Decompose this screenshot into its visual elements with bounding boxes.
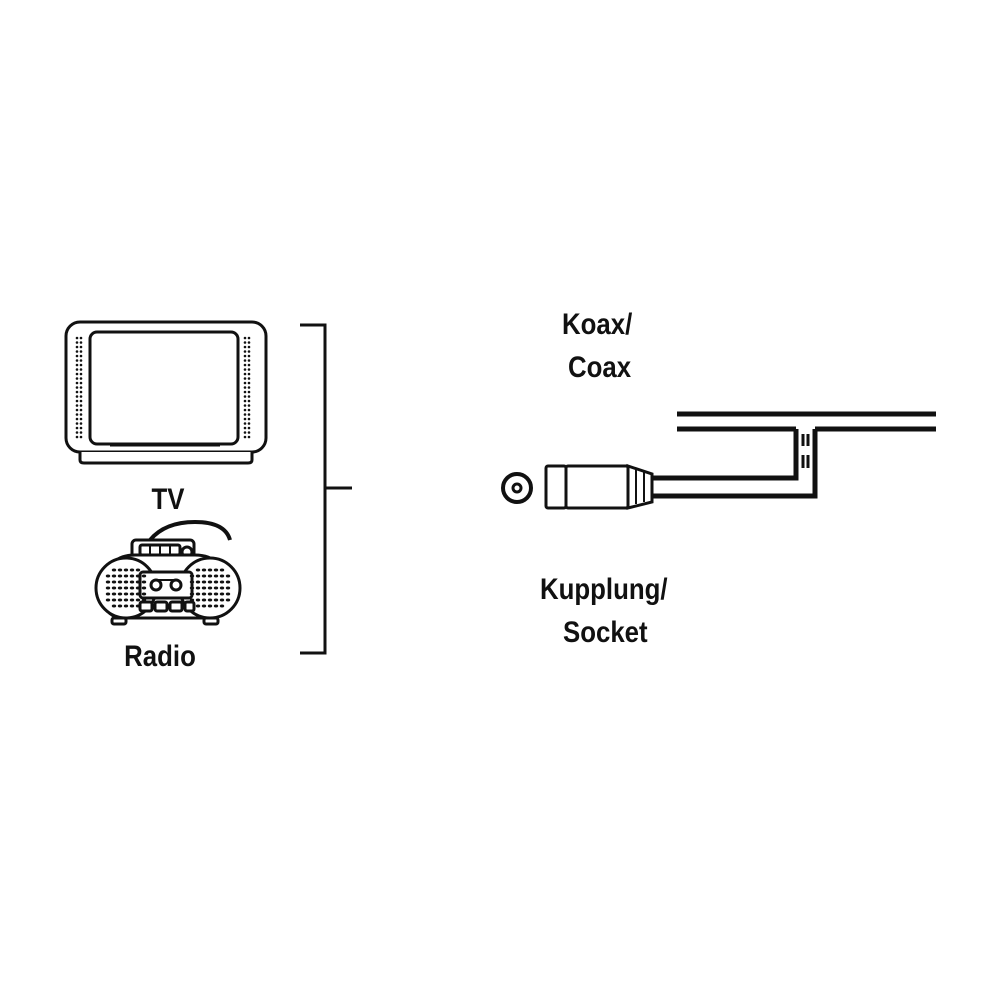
radio-icon: [94, 519, 242, 626]
cable-type-label-line2: Coax: [568, 351, 632, 384]
coax-cable: [652, 411, 936, 499]
tv-label: TV: [151, 483, 185, 516]
tv-speaker-dots: [75, 336, 251, 439]
radio-speaker-grille: [105, 568, 231, 608]
device-bracket: [300, 323, 352, 655]
cable-type-label-line1: Koax/: [562, 308, 633, 341]
coax-connector-icon: [544, 463, 654, 510]
tv-icon: [64, 320, 268, 465]
radio-label: Radio: [124, 640, 196, 673]
connector-type-label-line2: Socket: [563, 616, 648, 649]
connector-type-label-line1: Kupplung/: [540, 573, 668, 606]
socket-ring-icon: [501, 472, 533, 504]
